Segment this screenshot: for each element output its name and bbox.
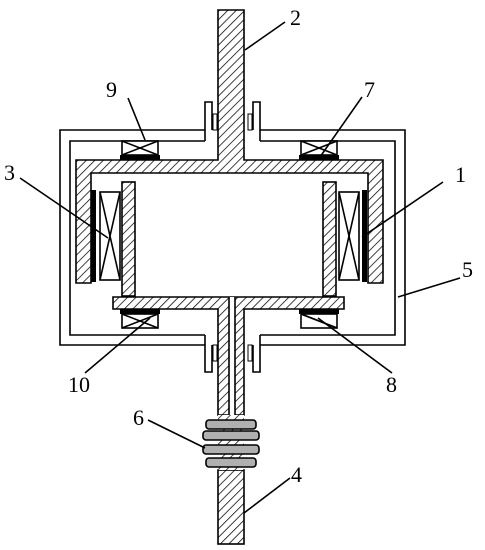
label-8: 8 xyxy=(386,372,397,397)
label-9: 9 xyxy=(106,77,117,102)
right-coil xyxy=(338,191,360,281)
label-2: 2 xyxy=(290,5,301,30)
label-1: 1 xyxy=(455,162,466,187)
bearing-7 xyxy=(299,140,339,160)
bearing-9 xyxy=(120,140,160,160)
label-10: 10 xyxy=(68,372,90,397)
collar-rings xyxy=(202,419,260,468)
left-coil xyxy=(99,191,121,281)
label-6: 6 xyxy=(133,405,144,430)
upper-rotor xyxy=(75,9,384,284)
label-5: 5 xyxy=(462,257,473,282)
label-4: 4 xyxy=(291,462,302,487)
label-7: 7 xyxy=(364,77,375,102)
neck-seals xyxy=(212,113,253,362)
inner-core-posts xyxy=(121,181,337,297)
bearing-10 xyxy=(120,309,160,329)
leader-lines xyxy=(19,21,461,514)
label-3: 3 xyxy=(4,160,15,185)
